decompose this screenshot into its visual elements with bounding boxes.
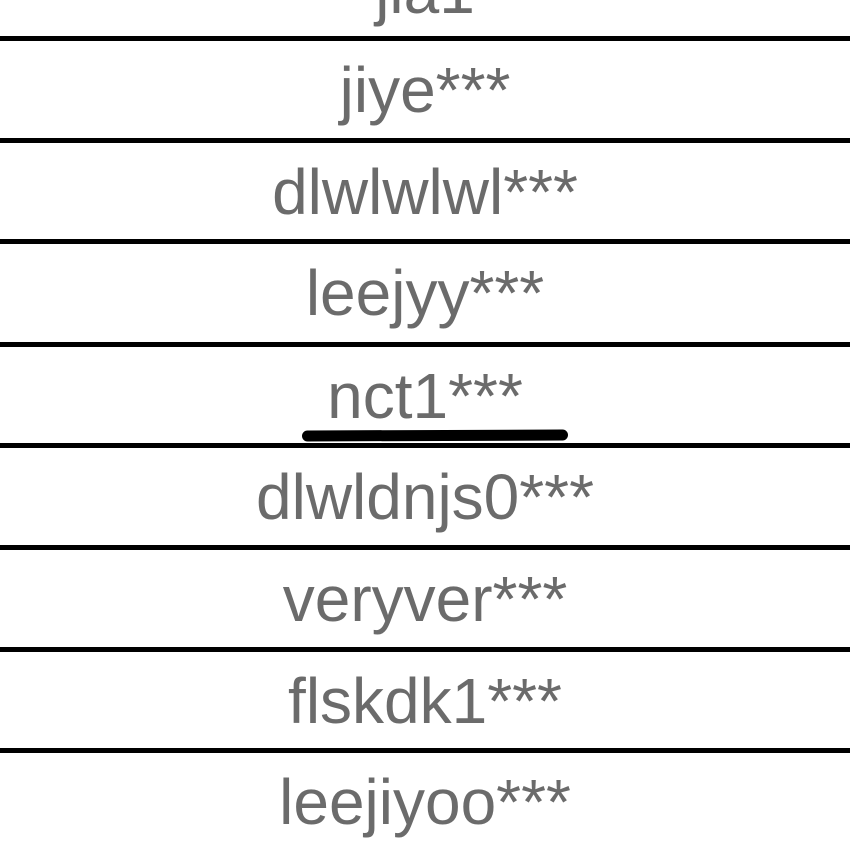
row-divider (0, 443, 850, 448)
list-item-label: flskdk1*** (288, 664, 562, 737)
row-divider (0, 545, 850, 550)
row-divider (0, 239, 850, 244)
handwritten-underline (301, 429, 569, 442)
list-item-label: jiye*** (339, 53, 511, 126)
row-divider (0, 138, 850, 143)
list-item: nct1*** (0, 347, 850, 444)
list-item: dlwldnjs0*** (0, 448, 850, 545)
row-divider (0, 36, 850, 41)
list-item: veryver*** (0, 550, 850, 647)
list-item: flskdk1*** (0, 652, 850, 749)
row-divider (0, 748, 850, 753)
list-item-label: leejiyoo*** (279, 765, 571, 838)
list-item: jiye*** (0, 41, 850, 138)
list-item: dlwlwlwl*** (0, 143, 850, 240)
row-divider (0, 647, 850, 652)
list-item-label: dlwldnjs0*** (256, 460, 594, 533)
list-item-label: jia1 (375, 0, 475, 23)
list-item-label: nct1*** (327, 359, 523, 432)
row-divider (0, 342, 850, 347)
list-item: leejiyoo*** (0, 753, 850, 850)
list-item-label: dlwlwlwl*** (272, 155, 578, 228)
list-item: leejyy*** (0, 244, 850, 341)
list-item: jia1 (0, 0, 850, 39)
list-item-label: leejyy*** (305, 256, 545, 329)
list-item-label: veryver*** (282, 562, 568, 635)
